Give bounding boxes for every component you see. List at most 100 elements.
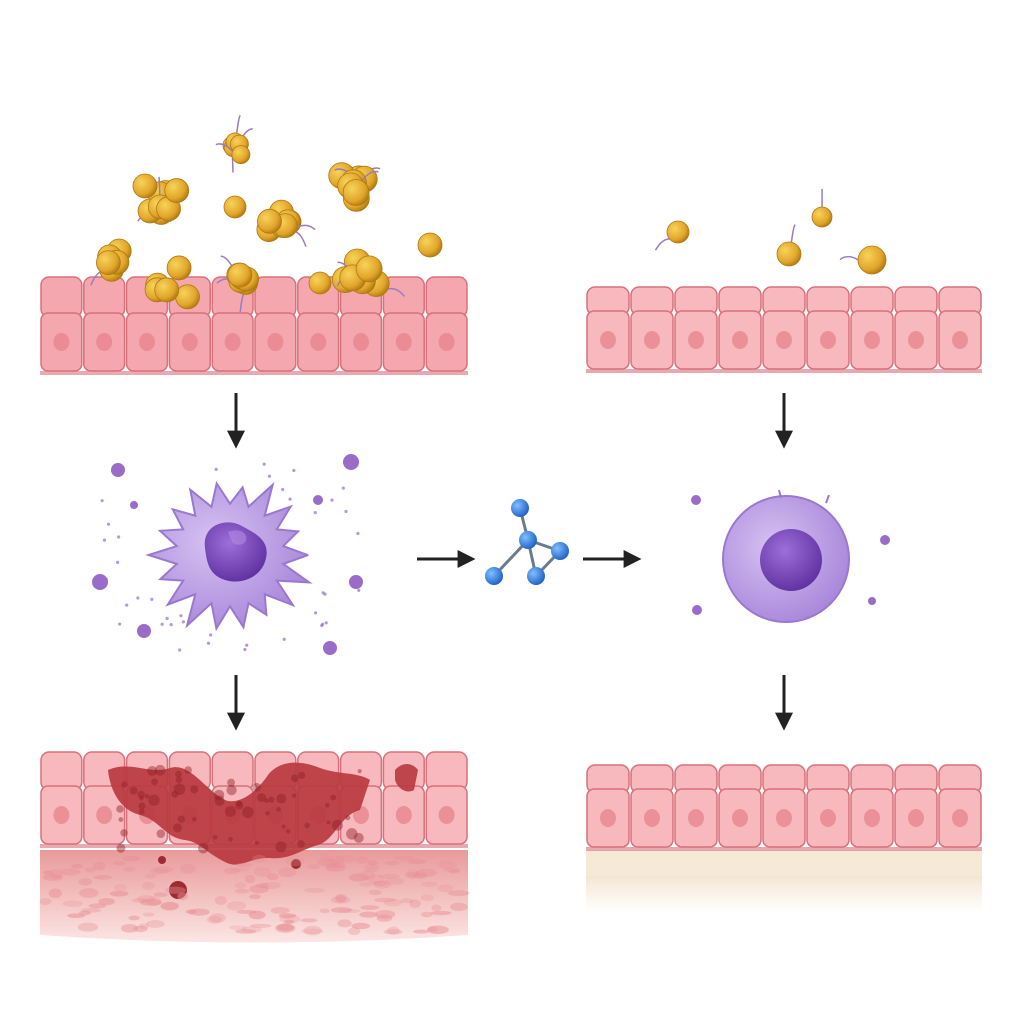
necrotic-debris bbox=[235, 801, 244, 810]
necrotic-debris bbox=[285, 828, 291, 834]
tissue-cell bbox=[420, 894, 434, 902]
necrotic-debris bbox=[173, 783, 186, 796]
tissue-cell bbox=[430, 910, 452, 916]
necrotic-debris bbox=[254, 841, 259, 846]
tissue-cell bbox=[279, 914, 301, 924]
tissue-cell bbox=[421, 911, 433, 918]
necrotic-debris bbox=[257, 793, 267, 803]
tissue-cell bbox=[236, 909, 257, 914]
tissue-cell bbox=[354, 856, 369, 864]
cytokine-dot bbox=[323, 641, 337, 655]
flagellum bbox=[215, 143, 234, 152]
cytokine-particle bbox=[324, 621, 328, 625]
necrotic-debris bbox=[213, 789, 225, 801]
bacterium-icon bbox=[355, 255, 383, 283]
epithelial-cell-cap bbox=[425, 751, 468, 791]
tissue-cell bbox=[84, 867, 96, 873]
bacterium-icon bbox=[154, 277, 180, 303]
tissue-cell bbox=[413, 929, 429, 934]
cytokine-particle bbox=[160, 622, 164, 626]
tissue-cell bbox=[39, 898, 52, 906]
cytokine-particle bbox=[178, 648, 182, 652]
cell-nucleus bbox=[96, 806, 113, 824]
tissue-cell bbox=[375, 910, 396, 919]
tissue-cell bbox=[277, 923, 294, 932]
epithelial-cell-cap bbox=[254, 276, 297, 318]
submucosa-healthy bbox=[586, 876, 982, 912]
cytokine-particle bbox=[344, 509, 348, 514]
cytokine-particle bbox=[243, 647, 247, 652]
bacterium-body bbox=[223, 195, 247, 219]
tissue-cell bbox=[67, 913, 86, 919]
flow-arrows bbox=[227, 393, 793, 731]
cell-nucleus bbox=[600, 809, 616, 827]
flagellum bbox=[296, 224, 316, 231]
molecule-icon bbox=[485, 499, 569, 585]
tissue-cell bbox=[421, 881, 438, 887]
nucleus-highlight bbox=[228, 530, 247, 545]
resting-immune-cell-panel bbox=[691, 489, 890, 623]
necrotic-debris bbox=[345, 815, 351, 821]
necrotic-debris bbox=[276, 806, 281, 812]
tissue-cell bbox=[373, 880, 392, 889]
bacteria-cluster bbox=[90, 114, 443, 313]
sparse-bacteria bbox=[654, 188, 887, 275]
bacterium-icon bbox=[164, 178, 190, 203]
tissue-cell bbox=[123, 866, 136, 872]
tissue-cell bbox=[431, 904, 442, 912]
epithelium-layer bbox=[586, 764, 982, 851]
cytokine-particle bbox=[288, 497, 292, 501]
flagellum bbox=[361, 170, 379, 181]
bacterium-icon bbox=[175, 284, 200, 310]
tissue-cell bbox=[319, 908, 330, 914]
bacterium-icon bbox=[839, 245, 887, 275]
necrotic-debris bbox=[252, 782, 262, 792]
tissue-cell bbox=[244, 874, 256, 884]
cytokine-dot bbox=[692, 605, 702, 615]
bacterium-body bbox=[308, 271, 332, 295]
cytokine-particle bbox=[125, 603, 129, 607]
necrotic-debris bbox=[281, 824, 286, 829]
necrotic-debris bbox=[173, 823, 183, 833]
cytokine-particle bbox=[165, 616, 169, 621]
tissue-cell bbox=[337, 919, 352, 928]
tissue-cell bbox=[153, 892, 168, 897]
bacterium-icon bbox=[417, 232, 443, 258]
necrotic-debris bbox=[118, 817, 124, 822]
cytokine-dot bbox=[137, 624, 151, 638]
cytokine-particle bbox=[313, 511, 317, 515]
tissue-cell bbox=[231, 867, 250, 872]
tissue-cell bbox=[348, 927, 361, 936]
epithelial-cell-cap bbox=[83, 276, 126, 318]
tissue-cell bbox=[161, 901, 179, 910]
tissue-cell bbox=[249, 894, 261, 900]
tissue-cell bbox=[335, 855, 356, 864]
cytokine-particle bbox=[117, 535, 121, 539]
cell-nucleus bbox=[139, 333, 155, 351]
bacterium-body bbox=[175, 284, 200, 310]
tissue-cell bbox=[307, 864, 320, 869]
tissue-cell bbox=[325, 864, 346, 872]
tissue-cell bbox=[383, 898, 403, 907]
bacterium-icon bbox=[132, 173, 158, 199]
cell-nucleus bbox=[181, 333, 198, 351]
tissue-cell bbox=[367, 859, 378, 866]
immune-nucleus bbox=[760, 529, 822, 591]
tissue-cell bbox=[285, 856, 305, 867]
necrotic-debris bbox=[227, 778, 235, 787]
necrotic-debris bbox=[148, 794, 160, 806]
basal-line bbox=[586, 369, 982, 373]
cytokine-dots bbox=[92, 454, 363, 655]
tissue-cell bbox=[140, 899, 162, 906]
tissue-cell bbox=[414, 871, 427, 880]
bacterium-icon bbox=[223, 195, 247, 219]
necrotic-debris bbox=[275, 841, 287, 853]
tissue-cell bbox=[235, 929, 257, 934]
tissue-cell bbox=[326, 862, 346, 869]
tissue-cell bbox=[415, 868, 437, 878]
tissue-cell bbox=[229, 925, 248, 930]
immune-nucleus bbox=[204, 522, 267, 582]
ulcer-lesion-small bbox=[395, 764, 418, 792]
cytokine-dot bbox=[313, 495, 323, 505]
